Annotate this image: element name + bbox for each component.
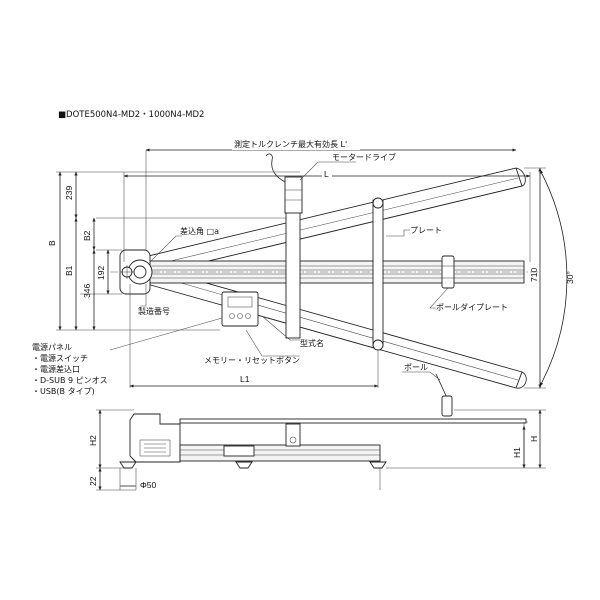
dim-L1: L1 (240, 374, 250, 384)
power-panel-list: 電源パネル ・電源スイッチ ・電源差込口 ・D-SUB 9 ピンオス ・USB(… (32, 343, 108, 396)
dim-B1: B1 (64, 265, 74, 276)
dim-L-prime: 測定トルクレンチ最大有効長 L' (234, 139, 347, 149)
callout-serial-no: 製造番号 (138, 306, 170, 316)
power-panel-heading: 電源パネル (32, 343, 72, 352)
motor-cable (265, 153, 286, 183)
dim-346: 346 (82, 284, 92, 298)
callout-insert-angle: 差込角 □a (180, 226, 219, 236)
side-rail (179, 444, 381, 462)
dim-B2: B2 (82, 230, 92, 241)
dim-22: 22 (88, 476, 98, 486)
angle-arc (539, 169, 568, 387)
power-panel-item-2: ・電源差込口 (32, 364, 80, 374)
dim-192: 192 (96, 266, 106, 280)
side-head (129, 413, 181, 463)
pole-die-plate (441, 255, 455, 289)
dim-H2: H2 (88, 435, 98, 446)
top-view: L 測定トルクレンチ最大有効長 L' L1 B 239 B1 B2 346 19… (47, 139, 575, 389)
foot-mid (235, 461, 253, 469)
dim-H1: H1 (512, 447, 522, 458)
drawing-title: ■DOTE500N4-MD2・1000N4-MD2 (58, 110, 204, 120)
cross-plate-column (285, 209, 301, 339)
side-view: ポール H2 22 (88, 363, 546, 491)
callout-pole-die-plate: ポールダイプレート (436, 302, 508, 312)
power-panel-item-4: ・USB(B タイプ) (32, 387, 95, 396)
dim-H: H (529, 436, 539, 442)
callout-pole: ポール (404, 363, 428, 372)
foot-right (369, 461, 387, 469)
power-panel-item-3: ・D-SUB 9 ピンオス (32, 376, 108, 385)
wrench-bar (179, 418, 527, 424)
power-panel-item-1: ・電源スイッチ (32, 354, 88, 363)
dim-L: L (324, 169, 329, 179)
callout-memory-reset: メモリー・リセットボタン (204, 356, 300, 365)
callout-model-name: 型式名 (300, 338, 324, 348)
motor-drive (284, 176, 303, 214)
dim-239: 239 (64, 186, 74, 200)
pole-head (441, 395, 453, 417)
foot-left (119, 461, 137, 469)
side-control-box (223, 445, 255, 457)
dim-710: 710 (529, 268, 539, 282)
dim-B: B (47, 240, 57, 246)
plate-vertical-bar (372, 199, 384, 347)
callout-plate: プレート (410, 226, 442, 235)
control-box (221, 291, 259, 327)
dim-phi50: Φ50 (140, 480, 157, 490)
side-post (285, 423, 301, 447)
dim-30deg: 30° (565, 271, 575, 284)
lower-swing-arm (139, 265, 523, 389)
callout-motor-drive: モータードライブ (332, 152, 396, 162)
upper-swing-arm (139, 167, 523, 277)
